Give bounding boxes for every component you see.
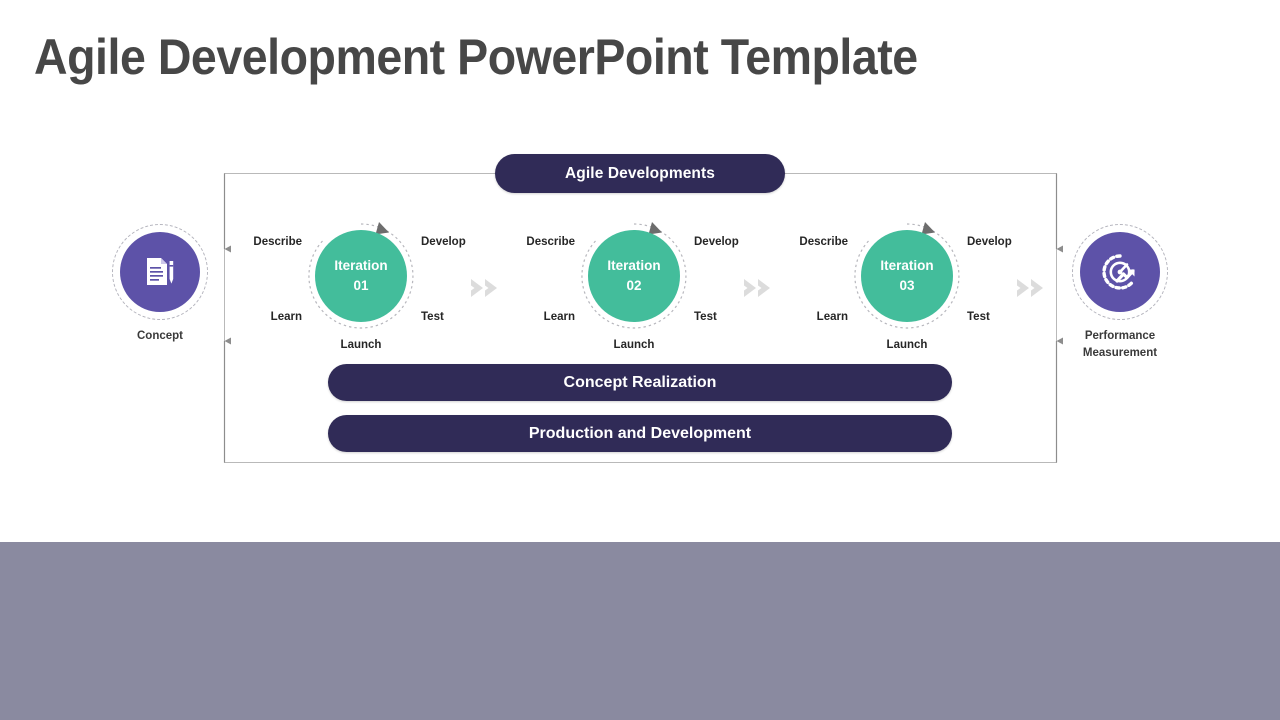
stage-label-describe: Describe [253, 236, 302, 248]
stage-label-describe: Describe [526, 236, 575, 248]
dashed-cycle-arrow [854, 222, 960, 329]
concept-icon-disc [120, 232, 200, 312]
agile-developments-pill[interactable]: Agile Developments [495, 154, 785, 193]
footer-band [0, 542, 1280, 720]
page-title: Agile Development PowerPoint Template [34, 29, 918, 85]
performance-measurement-node[interactable]: Performance Measurement [1072, 224, 1168, 359]
stage-label-launch: Launch [613, 339, 655, 351]
concept-node[interactable]: Concept [112, 224, 208, 342]
dashed-ring [112, 224, 208, 320]
performance-label-line2: Measurement [1082, 346, 1158, 359]
iteration-03-number: 03 [899, 278, 915, 293]
performance-icon-disc [1080, 232, 1160, 312]
iteration-03-title: Iteration [880, 258, 934, 274]
iteration-01-disc: Iteration 01 [315, 230, 407, 322]
double-chevron-right-icon [1017, 279, 1043, 297]
stage-label-launch: Launch [340, 339, 382, 351]
dashed-cycle-arrow [308, 222, 414, 329]
iteration-03-node[interactable]: Iteration 03 Describe Develop Learn Test… [799, 222, 1012, 351]
concept-label-text: Concept [137, 330, 183, 342]
dashed-ring [1072, 224, 1168, 320]
stage-label-develop: Develop [421, 236, 466, 248]
document-pen-icon [141, 253, 179, 291]
stage-label-learn: Learn [543, 311, 575, 323]
stage-label-test: Test [421, 311, 444, 323]
dashed-cycle-arrow [581, 222, 687, 329]
stage-label-test: Test [694, 311, 717, 323]
production-and-development-pill[interactable]: Production and Development [328, 415, 952, 452]
iteration-01-node[interactable]: Iteration 01 Describe Develop Learn Test… [253, 222, 466, 351]
performance-label-line1: Performance [1084, 330, 1156, 342]
stage-label-test: Test [967, 311, 990, 323]
iteration-02-title: Iteration [607, 258, 661, 274]
performance-measurement-label: Performance Measurement [1040, 328, 1200, 361]
concept-realization-pill[interactable]: Concept Realization [328, 364, 952, 401]
iteration-02-disc: Iteration 02 [588, 230, 680, 322]
iteration-02-number: 02 [626, 278, 642, 293]
stage-label-develop: Develop [967, 236, 1012, 248]
iteration-02-node[interactable]: Iteration 02 Describe Develop Learn Test… [526, 222, 739, 351]
stage-label-launch: Launch [886, 339, 928, 351]
stage-label-describe: Describe [799, 236, 848, 248]
iteration-03-disc: Iteration 03 [861, 230, 953, 322]
stage-label-learn: Learn [270, 311, 302, 323]
double-chevron-right-icon [744, 279, 770, 297]
stage-label-learn: Learn [816, 311, 848, 323]
iteration-01-number: 01 [353, 278, 369, 293]
double-chevron-right-icon [471, 279, 497, 297]
speedometer-arrow-icon [1099, 251, 1141, 293]
agile-process-diagram: Agile Developments Concept [112, 154, 1168, 463]
concept-label: Concept [80, 328, 240, 345]
stage-label-develop: Develop [694, 236, 739, 248]
iteration-01-title: Iteration [334, 258, 388, 274]
